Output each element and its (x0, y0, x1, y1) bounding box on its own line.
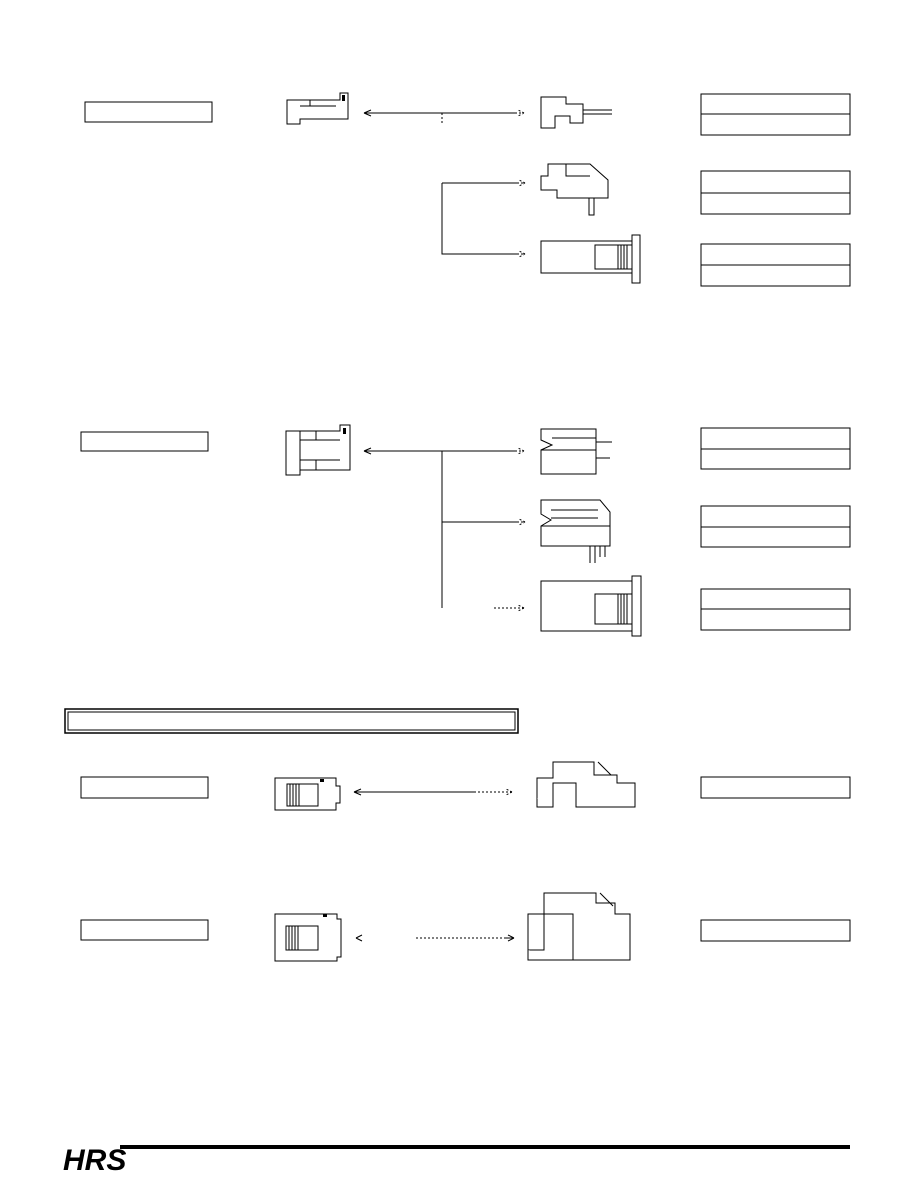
section-1-label-box (84, 101, 213, 123)
section-2-socket-connector (285, 424, 351, 476)
section-2-part-box-1a (700, 427, 851, 450)
section-4-plug-connector (274, 913, 342, 962)
section-1-header-right-angle (540, 163, 609, 216)
section-3-part-box (700, 776, 851, 799)
section-1-part-box-3a (700, 243, 851, 266)
section-4-mating-line (355, 934, 363, 942)
section-1-header-straight (540, 96, 612, 129)
section-4-receptacle-housing (527, 892, 631, 961)
section-1 (84, 92, 851, 287)
section-4-label-box (80, 919, 209, 941)
section-1-socket-connector (286, 92, 349, 125)
section-2-header-straight (540, 428, 612, 475)
section-2-header-panel-mount (540, 575, 642, 637)
section-4-part-box (700, 919, 851, 942)
section-3-plug-connector (274, 777, 341, 811)
section-2-part-box-2b (700, 526, 851, 548)
section-1-part-box-1b (700, 113, 851, 136)
hrs-logo: HRS (63, 1144, 126, 1177)
section-3-label-box (80, 776, 209, 799)
section-3-receptacle-housing (536, 761, 636, 808)
section-2-part-box-3a (700, 588, 851, 610)
section-2-branch-line (441, 451, 517, 608)
section-2-part-box-3b (700, 608, 851, 631)
section-3 (80, 761, 851, 811)
section-1-branch-line (441, 182, 517, 255)
section-2-label-box (80, 431, 209, 452)
section-1-part-box-3b (700, 264, 851, 287)
section-1-part-box-1a (700, 93, 851, 115)
footer: HRS (63, 1144, 850, 1177)
section-2-part-box-2a (700, 505, 851, 528)
section-4 (80, 892, 851, 962)
section-1-part-box-2b (700, 192, 851, 215)
section-2 (80, 424, 851, 637)
section-2-part-box-1b (700, 448, 851, 470)
section-2-header-right-angle (540, 499, 611, 563)
section-3-header-bar (64, 708, 519, 734)
section-1-header-panel-mount (540, 234, 641, 284)
section-1-part-box-2a (700, 170, 851, 194)
footer-rule (120, 1145, 850, 1149)
